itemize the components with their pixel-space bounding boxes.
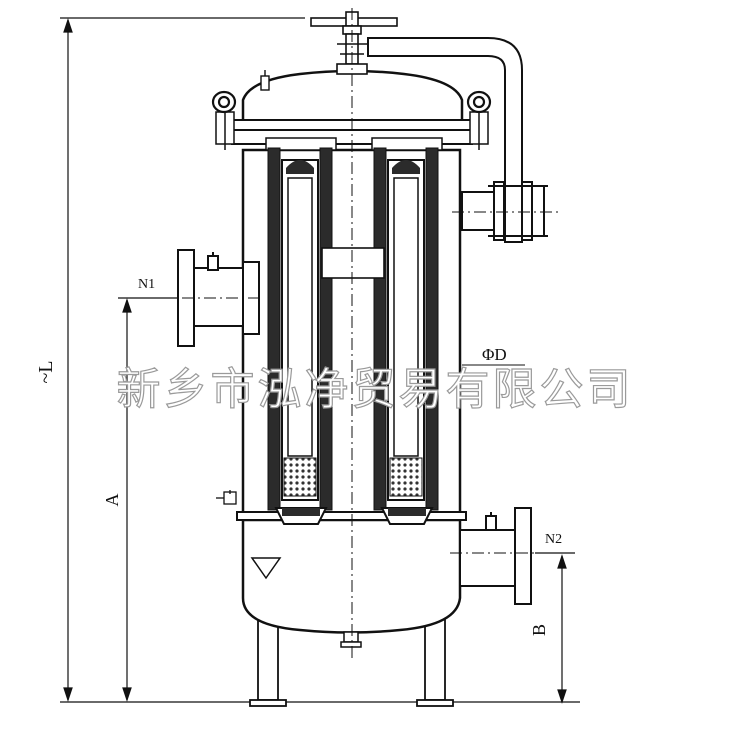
center-rod xyxy=(321,247,385,279)
drain-nozzle xyxy=(340,631,362,648)
outlet-nozzle-n2 xyxy=(459,507,532,605)
upper-right-flange xyxy=(461,181,548,241)
dimension-a xyxy=(118,297,190,702)
filter-basket-right xyxy=(371,137,443,525)
dim-l-label: ~L xyxy=(35,360,57,383)
dim-a-label: A xyxy=(102,494,122,507)
phi-d-label: ΦD xyxy=(482,345,507,364)
dimension-b xyxy=(535,552,575,704)
support-plate-symbol xyxy=(250,557,282,580)
n1-label: N1 xyxy=(138,277,155,292)
center-lines xyxy=(160,8,560,660)
filter-basket-left xyxy=(265,137,337,525)
top-vent xyxy=(260,70,270,91)
dim-b-label: B xyxy=(529,624,549,636)
company-watermark: 新乡市泓净贸易有限公司 xyxy=(117,364,634,415)
cover-clamps xyxy=(215,111,489,150)
lifting-eyes xyxy=(211,90,492,114)
vent-pipe xyxy=(367,37,523,243)
side-valve xyxy=(216,490,237,505)
dimension-l xyxy=(60,17,305,702)
n2-label: N2 xyxy=(545,532,562,547)
